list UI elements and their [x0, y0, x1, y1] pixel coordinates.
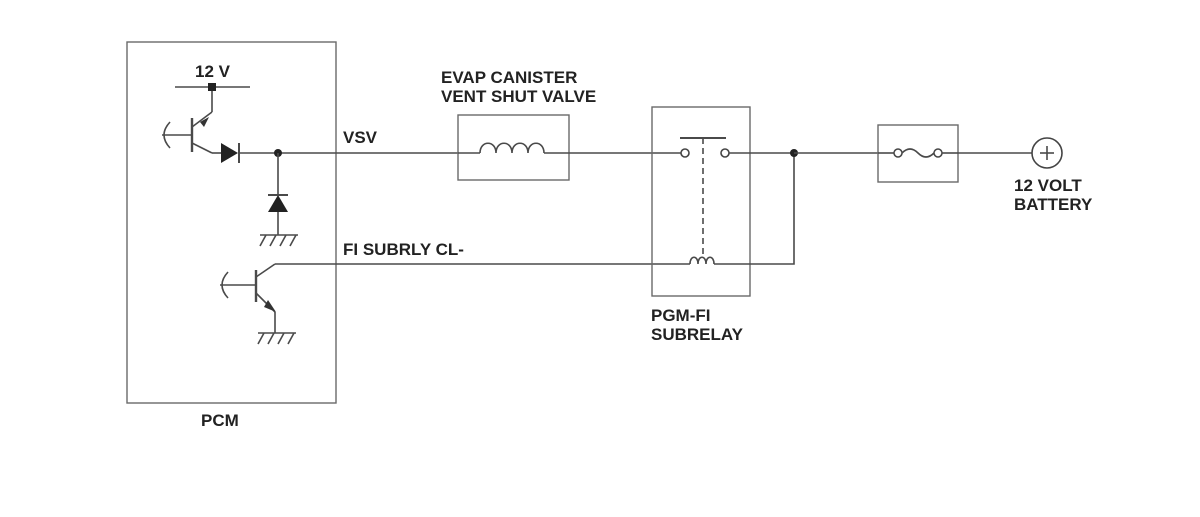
supply-12v-terminal: [175, 83, 250, 112]
subrelay-label-line2: SUBRELAY: [651, 325, 743, 344]
vsv-label: VSV: [343, 128, 378, 147]
evap-coil-icon: [458, 142, 569, 154]
battery-positive-icon: [1031, 137, 1063, 169]
fuse-icon: [878, 148, 958, 158]
evap-valve-box: [457, 114, 570, 181]
relay-coil-icon: [689, 153, 795, 265]
npn-transistor-symbol: [220, 263, 276, 333]
supply-12v-label: 12 V: [195, 62, 230, 81]
pcm-label: PCM: [201, 411, 239, 430]
subrelay-label-line1: PGM-FI: [651, 306, 711, 325]
evap-label-line2: VENT SHUT VALVE: [441, 87, 597, 106]
series-diode-symbol: [212, 143, 240, 163]
battery-label-line1: 12 VOLT: [1014, 176, 1082, 195]
subrelay-box: [651, 106, 751, 297]
evap-label-line1: EVAP CANISTER: [441, 68, 578, 87]
relay-switch-icon: [680, 137, 794, 255]
clamp-diode-symbol: [268, 153, 288, 235]
pcm-box: [126, 41, 337, 404]
fi-subrly-label: FI SUBRLY CL-: [343, 240, 464, 259]
pnp-transistor-symbol: [162, 111, 213, 154]
ground-icon: [259, 234, 298, 247]
battery-label-line2: BATTERY: [1014, 195, 1093, 214]
ground-icon: [257, 332, 296, 345]
